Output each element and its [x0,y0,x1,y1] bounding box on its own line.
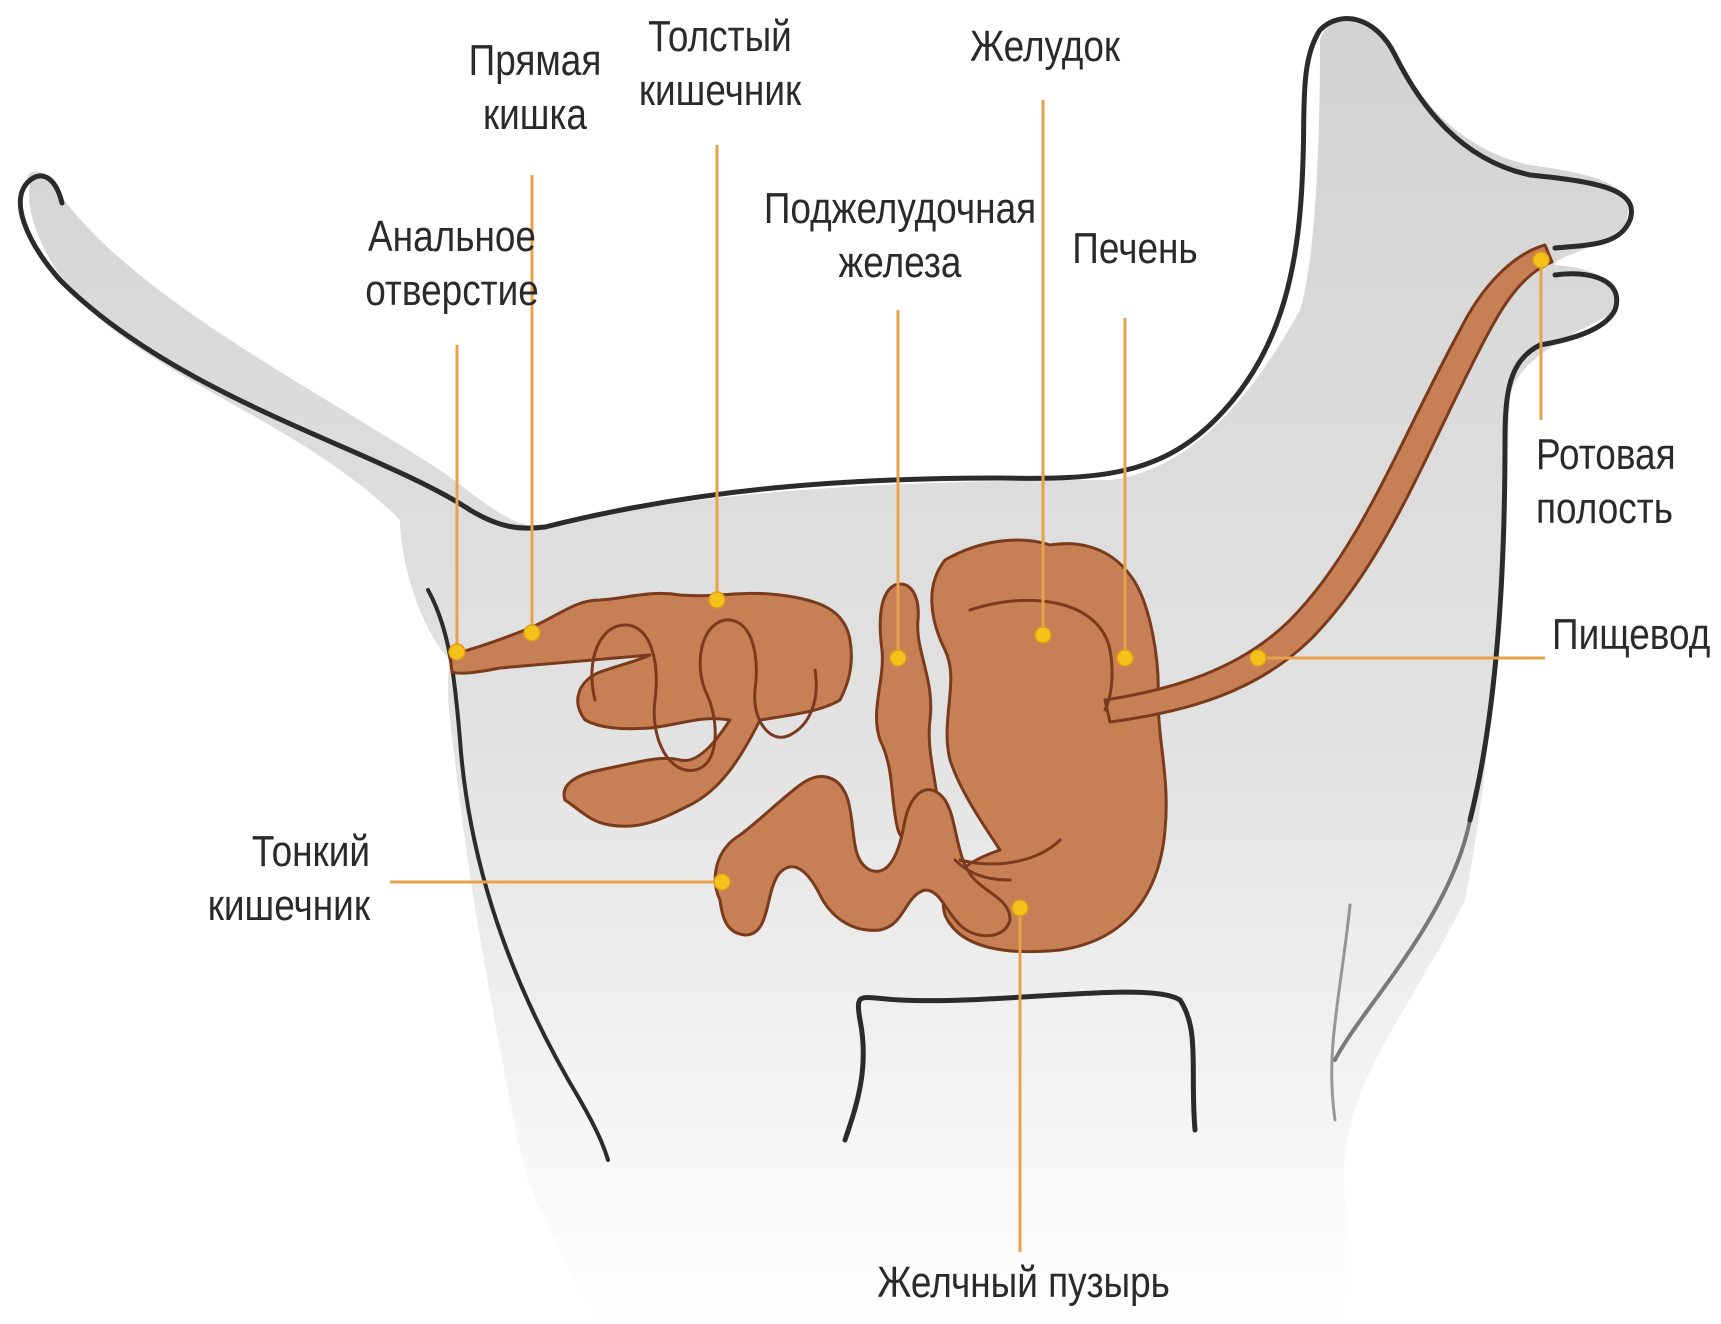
marker-gallbladder [1012,900,1028,916]
label-rectum: Прямая кишка [447,34,623,142]
marker-oral-cavity [1533,252,1549,268]
label-oral-cavity-line2: полость [1536,482,1679,536]
marker-large-intestine [709,592,725,608]
marker-rectum [524,625,540,641]
label-esophagus-line1: Пищевод [1552,608,1691,662]
label-liver-line1: Печень [1055,222,1215,276]
marker-esophagus [1250,650,1266,666]
label-pancreas: Поджелудочная железа [749,182,1051,290]
label-anus-line1: Анальное [334,210,569,264]
label-small-intestine: Тонкий кишечник [202,825,370,933]
label-small-intestine-line1: Тонкий [202,825,370,879]
label-pancreas-line1: Поджелудочная [749,182,1051,236]
label-anus: Анальное отверстие [334,210,569,318]
label-liver: Печень [1055,222,1215,276]
label-oral-cavity: Ротовая полость [1536,428,1679,536]
label-gallbladder: Желчный пузырь [877,1256,1163,1310]
marker-anus [449,644,465,660]
label-oral-cavity-line1: Ротовая [1536,428,1679,482]
label-esophagus: Пищевод [1552,608,1691,662]
label-large-intestine-line1: Толстый [619,10,821,64]
marker-liver [1117,650,1133,666]
marker-stomach [1035,627,1051,643]
label-large-intestine: Толстый кишечник [619,10,821,118]
label-gallbladder-line1: Желчный пузырь [877,1256,1163,1310]
label-rectum-line1: Прямая [447,34,623,88]
marker-pancreas [890,650,906,666]
label-anus-line2: отверстие [334,264,569,318]
label-pancreas-line2: железа [749,236,1051,290]
label-large-intestine-line2: кишечник [619,64,821,118]
label-stomach-line1: Желудок [953,20,1138,74]
label-small-intestine-line2: кишечник [202,879,370,933]
label-stomach: Желудок [953,20,1138,74]
marker-small-intestine [714,874,730,890]
label-rectum-line2: кишка [447,88,623,142]
